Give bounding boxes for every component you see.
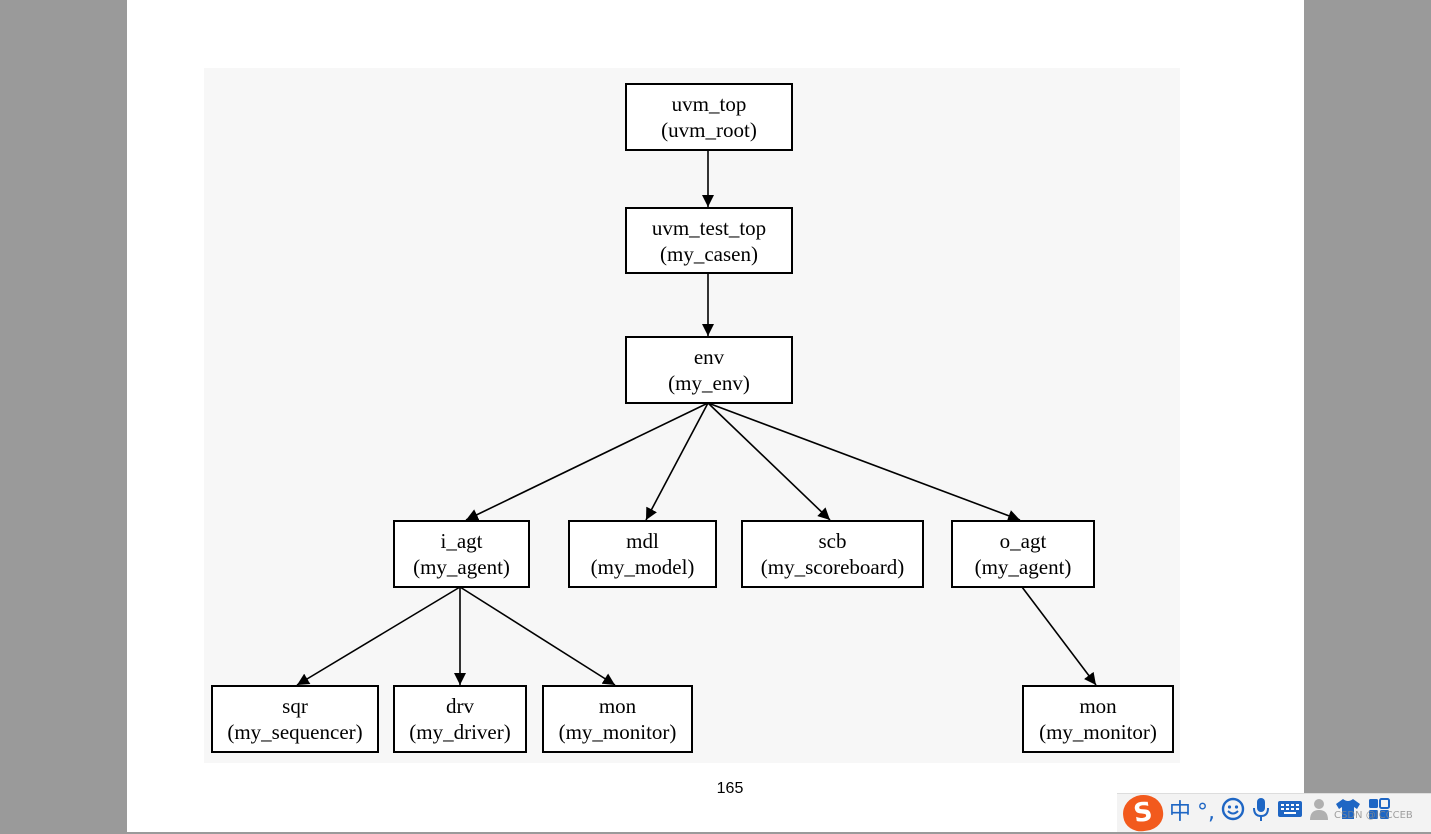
node-uvm_test_top: uvm_test_top (my_casen) [625,207,793,274]
watermark: CSDN @ICCCEB [1334,810,1413,821]
node-name: o_agt [999,529,1047,553]
node-type: (my_env) [668,371,750,395]
node-name: scb [818,529,847,553]
node-type: (my_agent) [413,555,510,579]
emoji-icon[interactable] [1221,797,1245,830]
figure-area [204,68,1180,763]
ime-toolbar: S 中 °, [1117,792,1431,834]
node-type: (my_scoreboard) [760,555,905,579]
node-type: (my_sequencer) [227,720,363,744]
node-name: uvm_top [671,92,747,116]
edge-env-o_agt [707,402,1021,522]
node-name: drv [446,694,474,718]
node-name: sqr [282,694,308,718]
node-o_agt: o_agt (my_agent) [951,520,1095,588]
node-name: mon [598,694,637,718]
node-name: mdl [626,529,659,553]
node-type: (my_casen) [660,241,758,266]
node-i_agt: i_agt (my_agent) [393,520,530,588]
node-type: (my_monitor) [558,720,677,744]
node-env: env (my_env) [625,336,793,404]
node-type: (my_model) [590,555,695,579]
node-type: (my_agent) [974,555,1072,579]
node-mon-o: mon (my_monitor) [1022,685,1174,753]
page-number: 165 [716,780,744,797]
node-name: env [693,345,725,369]
chinese-mode-icon[interactable]: 中 [1169,800,1192,825]
edge-env-mdl [645,402,709,521]
edge-env-scb [707,402,831,521]
edge-i_agt-sqr [296,586,461,686]
node-mon-i: mon (my_monitor) [542,685,693,753]
microphone-icon[interactable] [1251,796,1271,831]
node-sqr: sqr (my_sequencer) [211,685,379,753]
toolbox-icon[interactable] [1367,797,1391,830]
keyboard-icon[interactable] [1277,798,1303,828]
node-uvm_top: uvm_top (uvm_root) [625,83,793,151]
node-type: (my_monitor) [1039,720,1157,744]
node-type: (my_driver) [409,720,511,744]
edge-o_agt-mon_o [1021,586,1097,686]
edge-env-i_agt [465,402,709,521]
edge-i_agt-mon_i [459,586,616,686]
punctuation-icon[interactable]: °, [1197,800,1216,825]
sogou-logo-icon[interactable]: S [1120,792,1166,834]
node-name: i_agt [440,529,483,553]
node-mdl: mdl (my_model) [568,520,717,588]
node-name: mon [1079,694,1117,718]
node-scb: scb (my_scoreboard) [741,520,924,588]
node-name: uvm_test_top [651,215,767,240]
node-drv: drv (my_driver) [393,685,527,753]
skin-icon[interactable] [1335,797,1361,830]
user-icon[interactable] [1309,797,1329,830]
node-type: (uvm_root) [661,118,757,142]
